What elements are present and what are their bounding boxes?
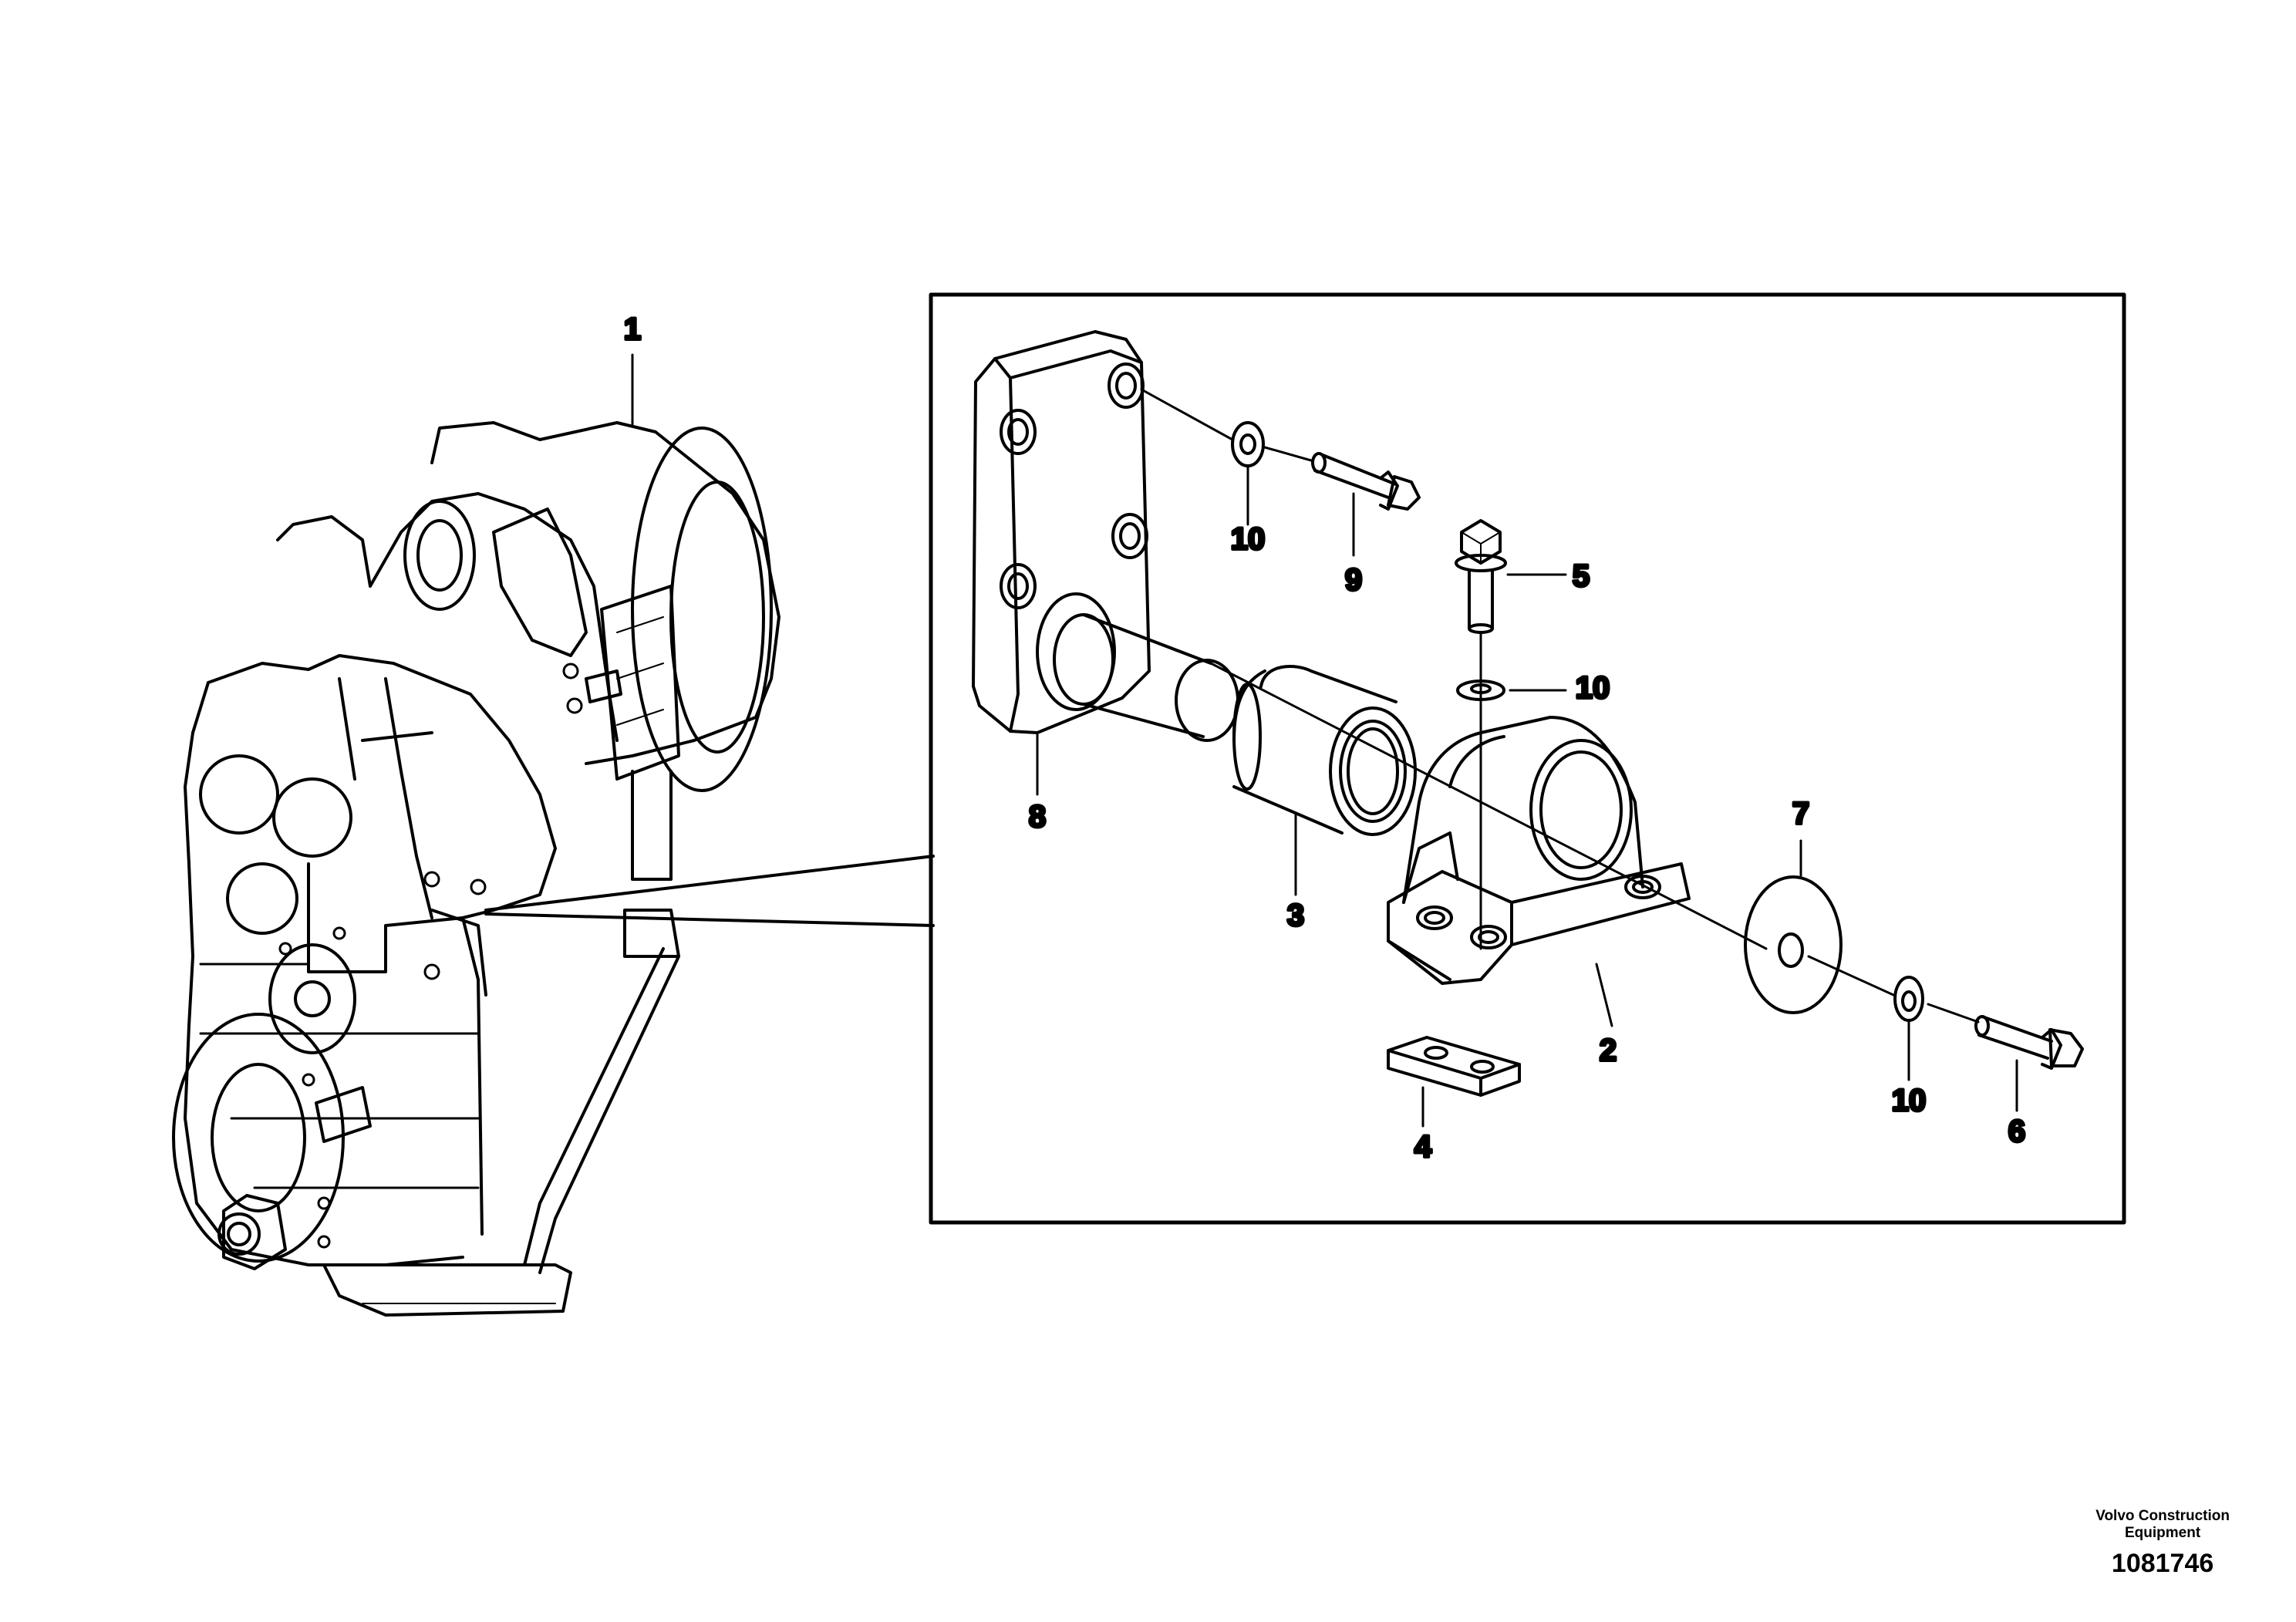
part-10-washer-vertical <box>1456 679 1567 701</box>
callout-5: 5 <box>1573 559 1590 593</box>
transmission-assembly <box>172 353 781 1317</box>
part-4-shim-plate <box>1387 1036 1521 1128</box>
brand-line-2: Equipment <box>2125 1525 2201 1541</box>
callout-2: 2 <box>1600 1034 1617 1067</box>
callout-9: 9 <box>1345 563 1362 597</box>
bolt-axis-lower <box>1807 955 1980 1023</box>
callout-6: 6 <box>2008 1114 2025 1148</box>
brand-line-1: Volvo Construction <box>2095 1508 2230 1524</box>
callout-8: 8 <box>1029 800 1046 834</box>
part-8-mounting-plate <box>972 330 1239 796</box>
connector-line-lower <box>484 912 935 927</box>
part-10-washer-upper <box>1231 421 1265 526</box>
callout-7: 7 <box>1792 797 1809 831</box>
part-10-washer-lower <box>1893 976 1924 1081</box>
part-7-large-washer <box>1744 839 1843 1014</box>
part-9-bolt <box>1311 452 1421 557</box>
callout-10-lower: 10 <box>1892 1084 1927 1118</box>
bolt-axis-upper <box>1140 388 1313 462</box>
part-3-bushing <box>1232 665 1417 896</box>
part-6-bolt <box>1974 1015 2084 1112</box>
callout-1: 1 <box>624 312 641 346</box>
part-2-bracket <box>1209 662 1768 1027</box>
callout-10-vertical: 10 <box>1576 671 1610 705</box>
part-5-bolt <box>1455 519 1567 634</box>
brand-block: Volvo Construction Equipment 1081746 <box>2095 1508 2230 1580</box>
drawing-number: 1081746 <box>2111 1549 2214 1578</box>
callout-3: 3 <box>1287 899 1304 932</box>
detail-frame <box>929 292 2126 1225</box>
callout-4: 4 <box>1414 1130 1432 1164</box>
callout-10-upper: 10 <box>1231 522 1266 556</box>
connector-line-upper <box>484 855 935 912</box>
